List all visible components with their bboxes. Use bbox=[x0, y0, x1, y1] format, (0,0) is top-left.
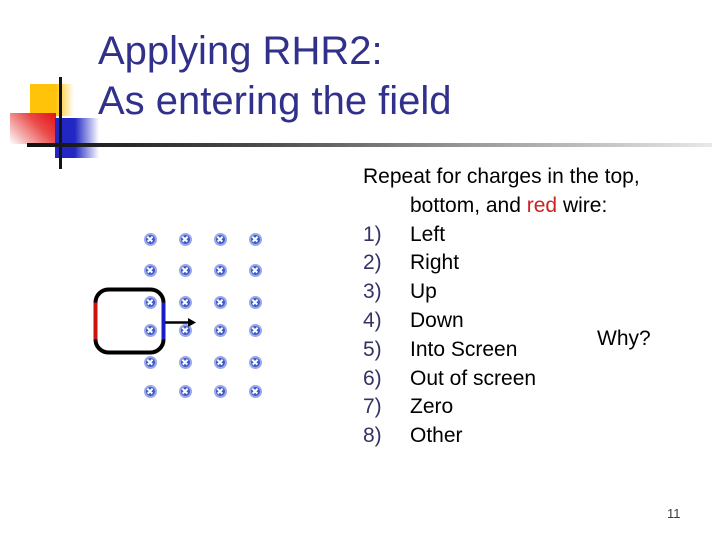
field-into-screen-symbol bbox=[248, 384, 262, 398]
slide-title: Applying RHR2: As entering the field bbox=[98, 26, 452, 126]
answer-item: 7) Zero bbox=[363, 393, 703, 422]
slide-title-line2: As entering the field bbox=[98, 79, 452, 123]
answer-item-number: 4) bbox=[363, 308, 382, 332]
answer-item-number: 5) bbox=[363, 337, 382, 361]
answer-item-label: Right bbox=[410, 251, 460, 275]
field-into-screen-symbol bbox=[143, 295, 157, 309]
why-label: Why? bbox=[597, 327, 651, 350]
field-into-screen-symbol bbox=[143, 323, 157, 337]
field-into-screen-symbol bbox=[213, 323, 227, 337]
answer-item-number: 1) bbox=[363, 222, 382, 246]
red-wire-word: red bbox=[526, 193, 558, 217]
answer-item: 3) Up bbox=[363, 278, 703, 307]
field-into-screen-symbol bbox=[143, 355, 157, 369]
answer-item: 8) Other bbox=[363, 422, 703, 451]
field-into-screen-symbol bbox=[178, 384, 192, 398]
answer-item-label: Up bbox=[410, 280, 437, 304]
title-underline-rule bbox=[27, 143, 712, 147]
answer-item-label: Out of screen bbox=[410, 366, 537, 390]
answer-item: 2) Right bbox=[363, 249, 703, 278]
answer-item: 4) Down bbox=[363, 307, 703, 336]
answer-item-label: Other bbox=[410, 424, 463, 448]
decoration-blue-square bbox=[55, 118, 99, 158]
intro-line1: Repeat for charges in the top, bbox=[363, 165, 640, 188]
answer-item-number: 6) bbox=[363, 366, 382, 390]
intro-line2: bottom, and red wire: bbox=[363, 192, 703, 221]
answer-item-number: 8) bbox=[363, 424, 382, 448]
field-into-screen-symbol bbox=[248, 323, 262, 337]
answer-item-number: 3) bbox=[363, 280, 382, 304]
field-into-screen-symbol bbox=[213, 232, 227, 246]
answer-item-number: 7) bbox=[363, 395, 382, 419]
field-into-screen-symbol bbox=[248, 232, 262, 246]
decoration-yellow-square bbox=[30, 84, 74, 116]
answer-item: 6) Out of screen bbox=[363, 365, 703, 394]
answer-item-label: Left bbox=[410, 222, 446, 246]
field-into-screen-symbol bbox=[213, 295, 227, 309]
answer-item-number: 2) bbox=[363, 251, 382, 275]
answer-item-label: Into Screen bbox=[410, 337, 518, 361]
intro-line2-prefix: bottom, and bbox=[410, 193, 527, 217]
answer-item-label: Zero bbox=[410, 395, 454, 419]
wire-loop bbox=[93, 287, 166, 355]
field-into-screen-symbol bbox=[248, 355, 262, 369]
decoration-vertical-line bbox=[59, 77, 62, 169]
field-into-screen-symbol bbox=[248, 295, 262, 309]
field-into-screen-symbol bbox=[143, 384, 157, 398]
field-into-screen-symbol bbox=[143, 263, 157, 277]
answer-item: 5) Into Screen bbox=[363, 336, 703, 365]
page-number: 11 bbox=[667, 506, 681, 521]
intro-line2-suffix: wire: bbox=[557, 193, 608, 217]
question-block: Repeat for charges in the top, bottom, a… bbox=[363, 163, 703, 451]
field-into-screen-symbol bbox=[248, 263, 262, 277]
field-into-screen-symbol bbox=[178, 295, 192, 309]
field-into-screen-symbol bbox=[178, 355, 192, 369]
slide-title-line1: Applying RHR2: bbox=[98, 29, 383, 73]
velocity-arrow-head bbox=[188, 318, 196, 327]
wire-loop-diagram bbox=[93, 287, 196, 355]
field-into-screen-symbol bbox=[178, 263, 192, 277]
field-into-screen-symbol bbox=[178, 232, 192, 246]
field-into-screen-symbol bbox=[213, 355, 227, 369]
answer-item: 1) Left bbox=[363, 221, 703, 250]
field-into-screen-symbol bbox=[213, 384, 227, 398]
field-into-screen-symbol bbox=[213, 263, 227, 277]
answer-list: 1) Left 2) Right 3) Up 4) Down 5) Into Screen 6) Ou… bbox=[363, 221, 703, 451]
decoration-red-square bbox=[10, 113, 56, 144]
field-into-screen-symbol bbox=[143, 232, 157, 246]
answer-item-label: Down bbox=[410, 308, 464, 332]
